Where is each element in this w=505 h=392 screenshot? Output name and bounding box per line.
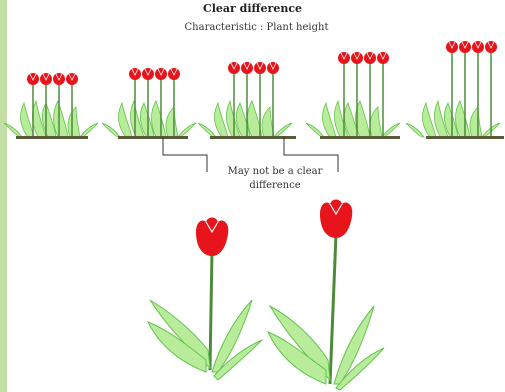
tulip-group-icon: [4, 73, 98, 139]
comparison-note: May not be a clear difference: [213, 165, 337, 193]
tulip-icon: [268, 200, 384, 391]
tulip-group-icon: [306, 52, 400, 139]
tulip-group-icon: [102, 68, 196, 139]
tulip-icon: [148, 218, 262, 381]
tulip-group-icon: [198, 62, 296, 139]
note-line-1: May not be a clear: [213, 165, 337, 179]
tulip-group-icon: [406, 41, 504, 139]
note-line-2: difference: [213, 179, 337, 193]
